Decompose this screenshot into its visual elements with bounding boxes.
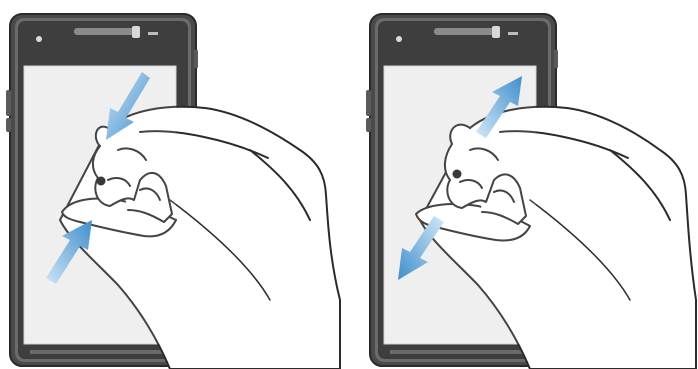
panel-pinch-in <box>6 14 340 369</box>
speaker-icon <box>74 28 136 35</box>
panel-pinch-out <box>366 14 696 369</box>
front-camera-icon <box>36 36 42 42</box>
speaker-icon <box>434 28 496 35</box>
front-camera-icon <box>396 36 402 42</box>
